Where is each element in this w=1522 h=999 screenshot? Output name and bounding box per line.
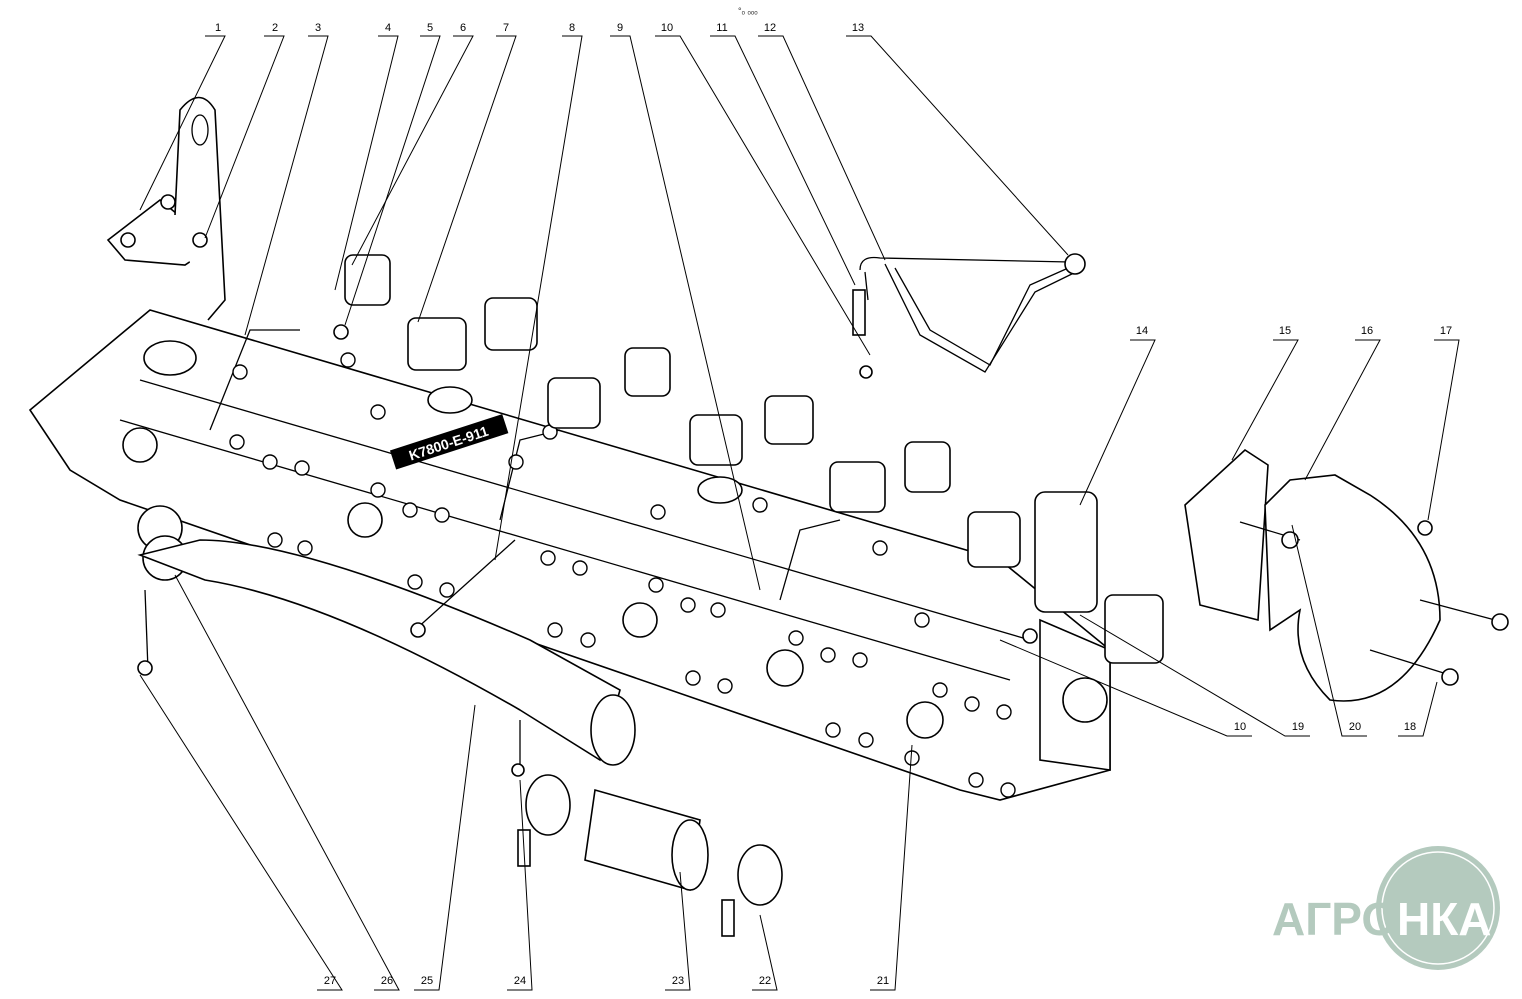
- svg-text:21: 21: [877, 975, 889, 987]
- callout-11: 11: [710, 22, 856, 286]
- callout-3: 3: [244, 22, 329, 336]
- svg-text:19: 19: [1292, 721, 1304, 733]
- exhaust-manifold: K7800-E-911: [28, 309, 1111, 801]
- svg-text:18: 18: [1404, 721, 1416, 733]
- callout-6: 6: [351, 22, 474, 266]
- svg-text:6: 6: [460, 22, 466, 34]
- svg-text:4: 4: [385, 22, 391, 34]
- callout-27: 27: [139, 674, 343, 991]
- tube: [852, 253, 1086, 373]
- callout-8: 8: [494, 22, 583, 561]
- callout-18: 18: [1398, 681, 1438, 737]
- svg-text:14: 14: [1136, 325, 1148, 337]
- svg-text:12: 12: [764, 22, 776, 34]
- svg-text:3: 3: [315, 22, 321, 34]
- callout-19: 19: [1079, 614, 1310, 737]
- outlet-elbow: [1239, 474, 1509, 702]
- callout-1: 1: [139, 22, 226, 211]
- callout-10: 10: [655, 22, 871, 356]
- callout-26: 26: [174, 574, 400, 991]
- callout-12: 12: [758, 22, 886, 261]
- svg-text:7: 7: [503, 22, 509, 34]
- svg-text:22: 22: [759, 975, 771, 987]
- callout-17: 17: [1427, 325, 1460, 521]
- agronka-logo: АГРО НКА: [1272, 846, 1500, 970]
- lower-pipe: [137, 505, 783, 937]
- callout-14: 14: [1079, 325, 1156, 506]
- callout-24: 24: [507, 779, 533, 991]
- svg-text:17: 17: [1440, 325, 1452, 337]
- svg-text:1: 1: [215, 22, 221, 34]
- bolts: [229, 352, 1016, 798]
- svg-text:9: 9: [617, 22, 623, 34]
- callout-9: 9: [610, 22, 761, 591]
- svg-text:27: 27: [324, 975, 336, 987]
- callout-2: 2: [204, 22, 285, 239]
- callout-20: 20: [1291, 524, 1367, 737]
- callout-15: 15: [1231, 325, 1299, 461]
- svg-text:26: 26: [381, 975, 393, 987]
- callouts: 1 2 3 4 5 6 7 8 9 10 11 12 13 14 15 16 1…: [139, 22, 1460, 991]
- callout-5: 5: [344, 22, 441, 326]
- svg-text:25: 25: [421, 975, 433, 987]
- callout-7: 7: [417, 22, 517, 323]
- svg-text:20: 20: [1349, 721, 1361, 733]
- svg-text:11: 11: [716, 22, 727, 34]
- svg-text:15: 15: [1279, 325, 1291, 337]
- callout-10b: 10: [999, 639, 1252, 737]
- gaskets: [333, 254, 1269, 664]
- callout-21: 21: [870, 744, 913, 991]
- svg-text:8: 8: [569, 22, 575, 34]
- svg-text:10: 10: [1234, 721, 1246, 733]
- callout-22: 22: [752, 914, 778, 991]
- svg-text:2: 2: [272, 22, 278, 34]
- svg-text:24: 24: [514, 975, 526, 987]
- callout-13: 13: [846, 22, 1069, 256]
- bracket: [106, 96, 226, 321]
- callout-4: 4: [334, 22, 399, 291]
- svg-text:16: 16: [1361, 325, 1373, 337]
- header-ref: °ₒ ₒₒₒ: [738, 6, 758, 16]
- svg-text:5: 5: [427, 22, 433, 34]
- callout-23: 23: [665, 871, 691, 991]
- callout-16: 16: [1304, 325, 1381, 481]
- port-holes: [122, 340, 944, 739]
- svg-text:НКА: НКА: [1397, 893, 1492, 945]
- svg-text:10: 10: [661, 22, 673, 34]
- svg-text:АГРО: АГРО: [1272, 893, 1397, 945]
- svg-text:13: 13: [852, 22, 864, 34]
- svg-text:23: 23: [672, 975, 684, 987]
- callout-25: 25: [414, 704, 476, 991]
